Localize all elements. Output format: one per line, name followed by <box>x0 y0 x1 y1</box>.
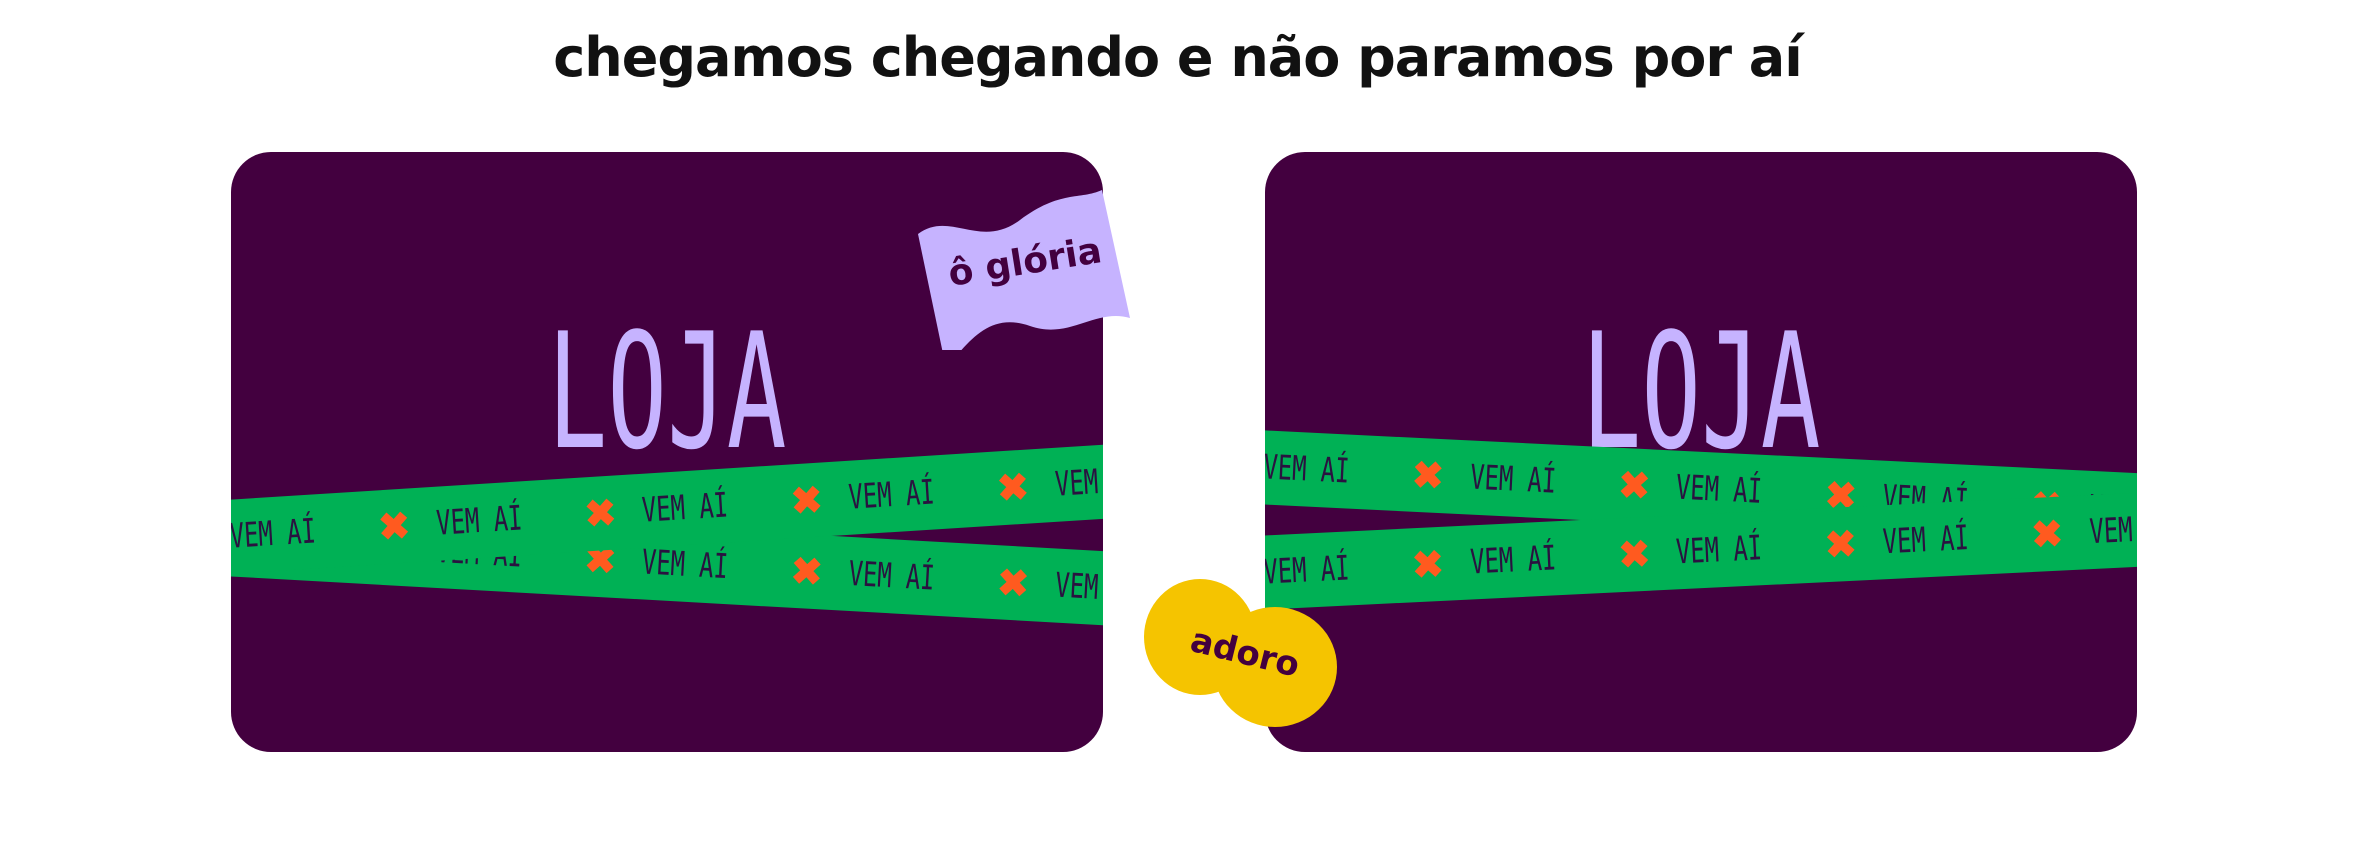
flag-icon <box>918 190 1130 368</box>
tape-label: VEM AÍ <box>1053 565 1103 610</box>
tape-label: VEM AÍ <box>1468 538 1557 583</box>
x-mark-icon: ✖ <box>995 561 1031 606</box>
tape-label: VEM AÍ <box>231 511 317 557</box>
x-mark-icon: ✖ <box>1617 533 1652 577</box>
tape-label: VEM AÍ <box>1468 457 1557 502</box>
tape-label: VEM AÍ <box>847 472 936 518</box>
card-right-title: LOJA <box>1581 298 1821 485</box>
blob-icon <box>1144 579 1337 727</box>
tape-label: VEM AÍ <box>1675 467 1764 512</box>
tape-label: VEM AÍ <box>1881 518 1970 563</box>
flag-sticker: ô glória <box>910 190 1130 368</box>
tape-label: VEM AÍ <box>1675 528 1764 573</box>
tape-label: VEM AÍ <box>847 553 936 599</box>
x-mark-icon: ✖ <box>1823 523 1858 567</box>
tape-label: VEM AÍ <box>1053 459 1103 505</box>
tape-label: VEM AÍ <box>1265 447 1351 492</box>
x-mark-icon: ✖ <box>376 504 412 549</box>
x-mark-icon: ✖ <box>1411 543 1445 587</box>
card-left-title: LOJA <box>547 298 787 485</box>
x-mark-icon: ✖ <box>995 466 1031 510</box>
tape-label: VEM AÍ <box>640 485 730 531</box>
card-right: LOJA ✖ VEM AÍ ✖ VEM AÍ ✖ VEM AÍ ✖ VEM AÍ ✖ VEM AÍ… <box>1265 152 2137 752</box>
x-mark-icon: ✖ <box>2030 513 2065 557</box>
tape-label: VEM AÍ <box>2088 508 2137 553</box>
x-mark-icon: ✖ <box>789 479 824 523</box>
x-mark-icon: ✖ <box>1617 464 1652 508</box>
tape-label: VEM AÍ <box>434 498 524 544</box>
x-mark-icon: ✖ <box>1410 454 1445 498</box>
x-mark-icon: ✖ <box>583 491 618 536</box>
x-mark-icon: ✖ <box>789 550 824 594</box>
tape-label: VEM AÍ <box>641 542 730 588</box>
blob-sticker: adoro <box>1140 575 1350 735</box>
headline: chegamos chegando e não paramos por aí <box>553 26 1802 89</box>
